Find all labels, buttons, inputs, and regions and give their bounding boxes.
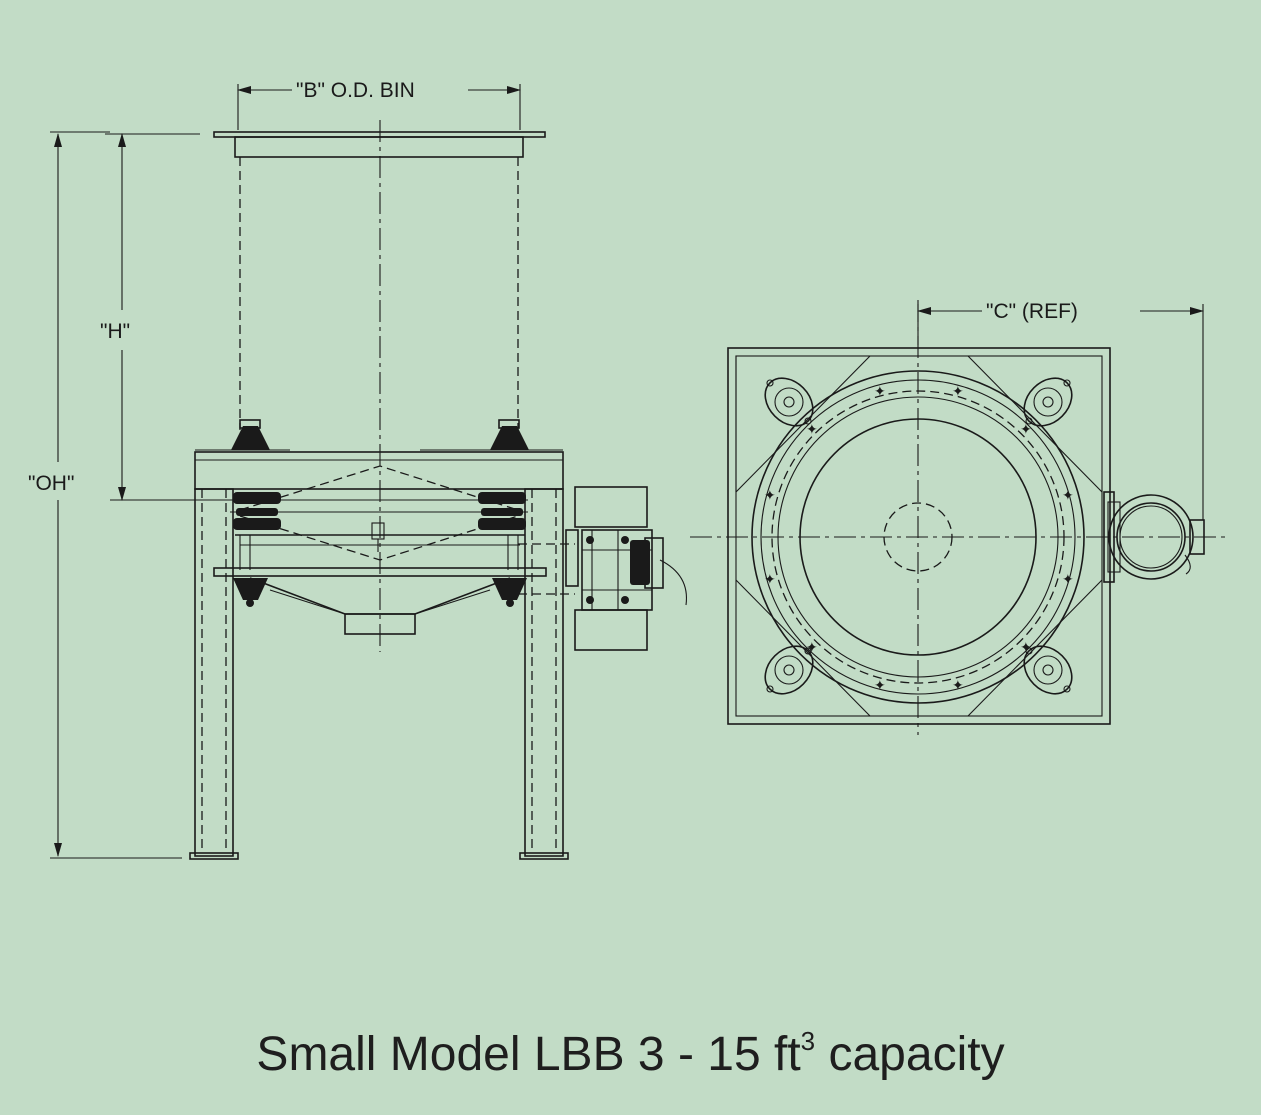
dimension-b: "B" O.D. BIN — [237, 79, 521, 130]
isolator-left — [233, 492, 281, 530]
dimension-oh: "OH" — [28, 131, 182, 859]
corner-mount-bottom-right — [1023, 645, 1073, 695]
corner-mount-top-right — [1023, 377, 1073, 427]
plan-view: ✦ ✦ ✦ ✦ ✦ ✦ ✦ ✦ ✦ ✦ ✦ ✦ — [690, 300, 1225, 735]
drawing-caption: Small Model LBB 3 - 15 ft3 capacity — [0, 1026, 1261, 1082]
bolt-ring: ✦ ✦ ✦ ✦ ✦ ✦ ✦ ✦ ✦ ✦ ✦ ✦ — [764, 383, 1074, 693]
vibrator-motor-side — [565, 486, 688, 651]
svg-text:✦: ✦ — [874, 383, 886, 399]
dimension-b-label: "B" O.D. BIN — [296, 79, 415, 102]
corner-mount-bottom-left — [764, 645, 814, 695]
dimension-c: "C" (REF) — [917, 300, 1204, 520]
svg-text:✦: ✦ — [1062, 487, 1074, 503]
svg-text:✦: ✦ — [1062, 571, 1074, 587]
caption-suffix: capacity — [815, 1028, 1005, 1081]
svg-text:✦: ✦ — [952, 383, 964, 399]
svg-text:✦: ✦ — [952, 677, 964, 693]
svg-text:✦: ✦ — [764, 571, 776, 587]
svg-text:✦: ✦ — [806, 421, 818, 437]
svg-text:✦: ✦ — [874, 677, 886, 693]
caption-superscript: 3 — [800, 1026, 816, 1056]
dimension-oh-label: "OH" — [28, 472, 74, 495]
vibrator-motor-plan — [1103, 491, 1205, 583]
dimension-c-label: "C" (REF) — [986, 300, 1078, 323]
caption-prefix: Small Model LBB 3 - 15 ft — [256, 1028, 801, 1081]
dimension-h-label: "H" — [100, 320, 130, 343]
dimension-h: "H" — [100, 133, 235, 501]
svg-text:✦: ✦ — [806, 639, 818, 655]
isolator-right — [478, 492, 526, 530]
side-elevation-view: "B" O.D. BIN "H" "OH" — [28, 79, 688, 860]
corner-mount-top-left — [764, 377, 814, 427]
svg-text:✦: ✦ — [764, 487, 776, 503]
svg-text:✦: ✦ — [1020, 421, 1032, 437]
